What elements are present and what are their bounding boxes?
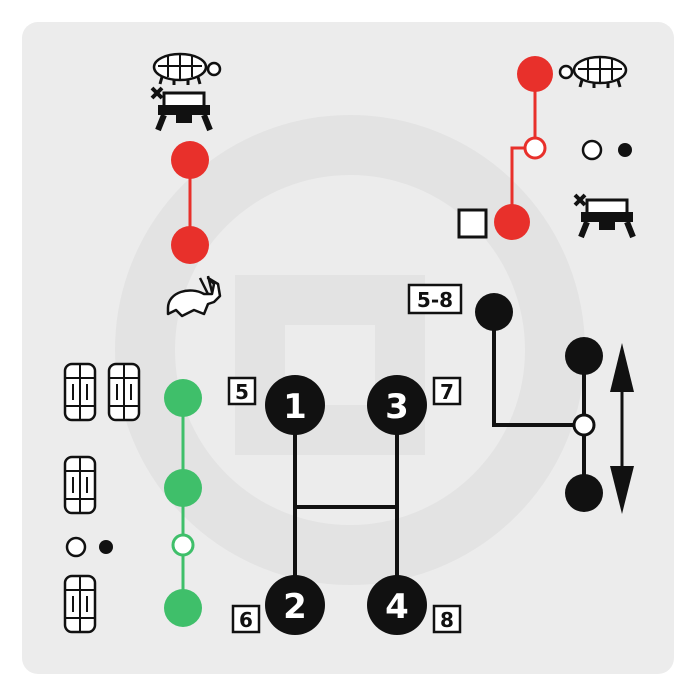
box-label-8: 8: [432, 604, 462, 634]
svg-text:8: 8: [440, 608, 454, 632]
range-lever-path: [475, 293, 603, 512]
double-arrow-icon: [610, 343, 634, 514]
empty-square-icon: [457, 208, 488, 239]
tortoise-icon: [152, 52, 222, 85]
wheel-icon: [107, 362, 141, 422]
box-label-5: 5: [227, 376, 257, 406]
svg-text:5-8: 5-8: [417, 288, 453, 312]
wheel-icon: [63, 574, 97, 634]
green-lever-path: [164, 379, 202, 627]
gear-2-label: 2: [283, 587, 307, 627]
h-pattern-lines: [293, 405, 399, 605]
gear-3: 3: [367, 375, 427, 435]
hare-icon: [166, 275, 222, 318]
gear-2: 2: [265, 575, 325, 635]
watermark-logo: [115, 115, 585, 585]
tractor-icon-right: [573, 193, 636, 239]
neutral-symbol-icon-left: [65, 536, 113, 558]
gear-4: 4: [367, 575, 427, 635]
wheel-icon: [63, 455, 97, 515]
gear-1-label: 1: [283, 387, 307, 427]
tractor-icon: [150, 86, 213, 132]
gear-3-label: 3: [385, 387, 409, 427]
gear-4-label: 4: [385, 587, 409, 627]
box-label-6: 6: [231, 604, 261, 634]
neutral-symbol-icon: [581, 139, 632, 161]
tortoise-icon-right: [558, 55, 628, 88]
svg-text:7: 7: [440, 380, 454, 404]
wheel-icon: [63, 362, 97, 422]
red-lever-path-right: [494, 56, 553, 240]
gear-1: 1: [265, 375, 325, 435]
box-label-7: 7: [432, 376, 462, 406]
box-label-5-8: 5-8: [407, 283, 463, 315]
svg-text:6: 6: [239, 608, 253, 632]
svg-text:5: 5: [235, 380, 249, 404]
red-lever-path-left: [171, 141, 209, 264]
